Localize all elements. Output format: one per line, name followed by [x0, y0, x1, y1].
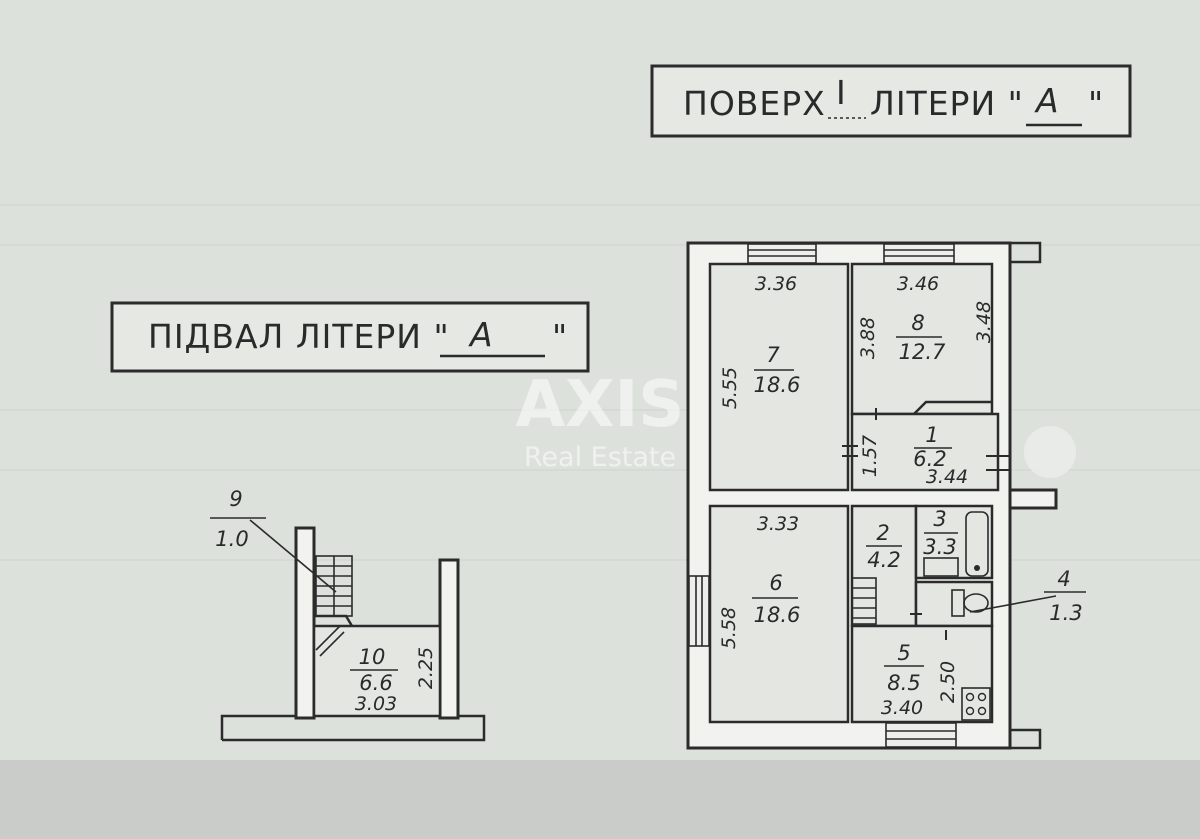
window-room-8	[883, 243, 955, 264]
room-9-number: 9	[229, 487, 242, 511]
dim-room8-height-left: 3.88	[857, 317, 879, 359]
dim-room6-height: 5.58	[718, 607, 740, 649]
floor-title-box: ПОВЕРХ I ЛІТЕРИ " А "	[650, 64, 1132, 138]
dim-room10-width: 3.03	[355, 693, 397, 715]
room-3-number: 3	[933, 507, 946, 531]
room-8	[850, 262, 994, 416]
room-1-number: 1	[925, 423, 938, 447]
room-7-area: 18.6	[754, 373, 801, 397]
dimension-labels: 3.36 5.55 3.46 3.88 3.48 1.57 3.44 3.33 …	[718, 273, 995, 719]
room-8-area: 12.7	[899, 340, 946, 364]
room-10-number: 10	[359, 645, 386, 669]
room-8-number: 8	[911, 311, 924, 335]
dim-room10-height: 2.25	[415, 647, 437, 689]
room-4-leader	[969, 595, 1057, 613]
basement-staircase	[315, 555, 353, 617]
room-5-area: 8.5	[887, 671, 920, 695]
room-6-area: 18.6	[754, 603, 801, 627]
first-floor-plan: 7 18.6 8 12.7 1 6.2 2 4.2 3 3.3 4 1.3 5 …	[686, 241, 1086, 750]
dim-room8-height-right: 3.48	[973, 301, 995, 343]
sink-icon	[923, 557, 959, 577]
room-2-number: 2	[876, 521, 889, 545]
floor-title-prefix: ПОВЕРХ	[683, 84, 826, 123]
basement-title-prefix: ПІДВАЛ ЛІТЕРИ "	[148, 317, 450, 356]
dim-room1-height: 1.57	[859, 435, 881, 477]
floor-number: I	[836, 73, 847, 112]
room-3	[914, 504, 994, 580]
room-5	[850, 624, 994, 724]
room-4-area: 1.3	[1049, 601, 1082, 625]
room-labels: 7 18.6 8 12.7 1 6.2 2 4.2 3 3.3 4 1.3 5 …	[752, 311, 1086, 695]
dim-room8-width: 3.46	[897, 273, 939, 295]
dim-room7-width: 3.36	[755, 273, 797, 295]
room-2-area: 4.2	[867, 548, 900, 572]
door-marks	[842, 408, 1010, 640]
dim-room5-width: 3.40	[881, 697, 923, 719]
basement-title-box: ПІДВАЛ ЛІТЕРИ " А "	[110, 301, 590, 373]
watermark: AXIS Real Estate	[516, 368, 685, 473]
room-6-number: 6	[769, 571, 782, 595]
stove-icon	[961, 687, 991, 721]
toilet-icon	[951, 589, 989, 617]
bathtub-icon	[965, 511, 989, 577]
basement-left-wall	[294, 526, 316, 720]
dim-room5-height: 2.50	[937, 661, 959, 703]
room-6	[708, 504, 850, 724]
room-3-area: 3.3	[923, 535, 956, 559]
paper-bottom-shadow	[0, 760, 1200, 839]
room-5-number: 5	[897, 641, 910, 665]
room-7	[708, 262, 850, 492]
window-room-7	[747, 243, 817, 264]
floor-title-letter: А	[1034, 81, 1060, 120]
watermark-subtitle: Real Estate	[524, 442, 676, 473]
basement-plan: 9 1.0 10 6.6 3.03 2.25	[210, 487, 486, 742]
watermark-brand: AXIS	[516, 368, 685, 442]
basement-title-suffix: "	[552, 317, 568, 356]
room-7-number: 7	[766, 343, 780, 367]
watermark-dot	[1024, 426, 1076, 478]
room-4-number: 4	[1057, 567, 1070, 591]
floor-title-middle: ЛІТЕРИ "	[870, 84, 1024, 123]
window-room-5	[885, 722, 957, 748]
staircase	[851, 577, 877, 625]
basement-right-wall	[438, 558, 460, 720]
room-9-area: 1.0	[215, 527, 248, 551]
dim-room1-width: 3.44	[926, 466, 968, 488]
room-1	[850, 412, 1000, 492]
dim-room6-width: 3.33	[757, 513, 799, 535]
basement-title-letter: А	[468, 315, 494, 354]
room-4	[914, 580, 994, 628]
floor-title-suffix: "	[1088, 84, 1104, 123]
dim-room7-height: 5.55	[719, 367, 741, 409]
room-1-area: 6.2	[913, 447, 946, 471]
room-9-leader	[249, 519, 337, 593]
room-10-area: 6.6	[359, 671, 392, 695]
window-room-6	[688, 575, 710, 647]
